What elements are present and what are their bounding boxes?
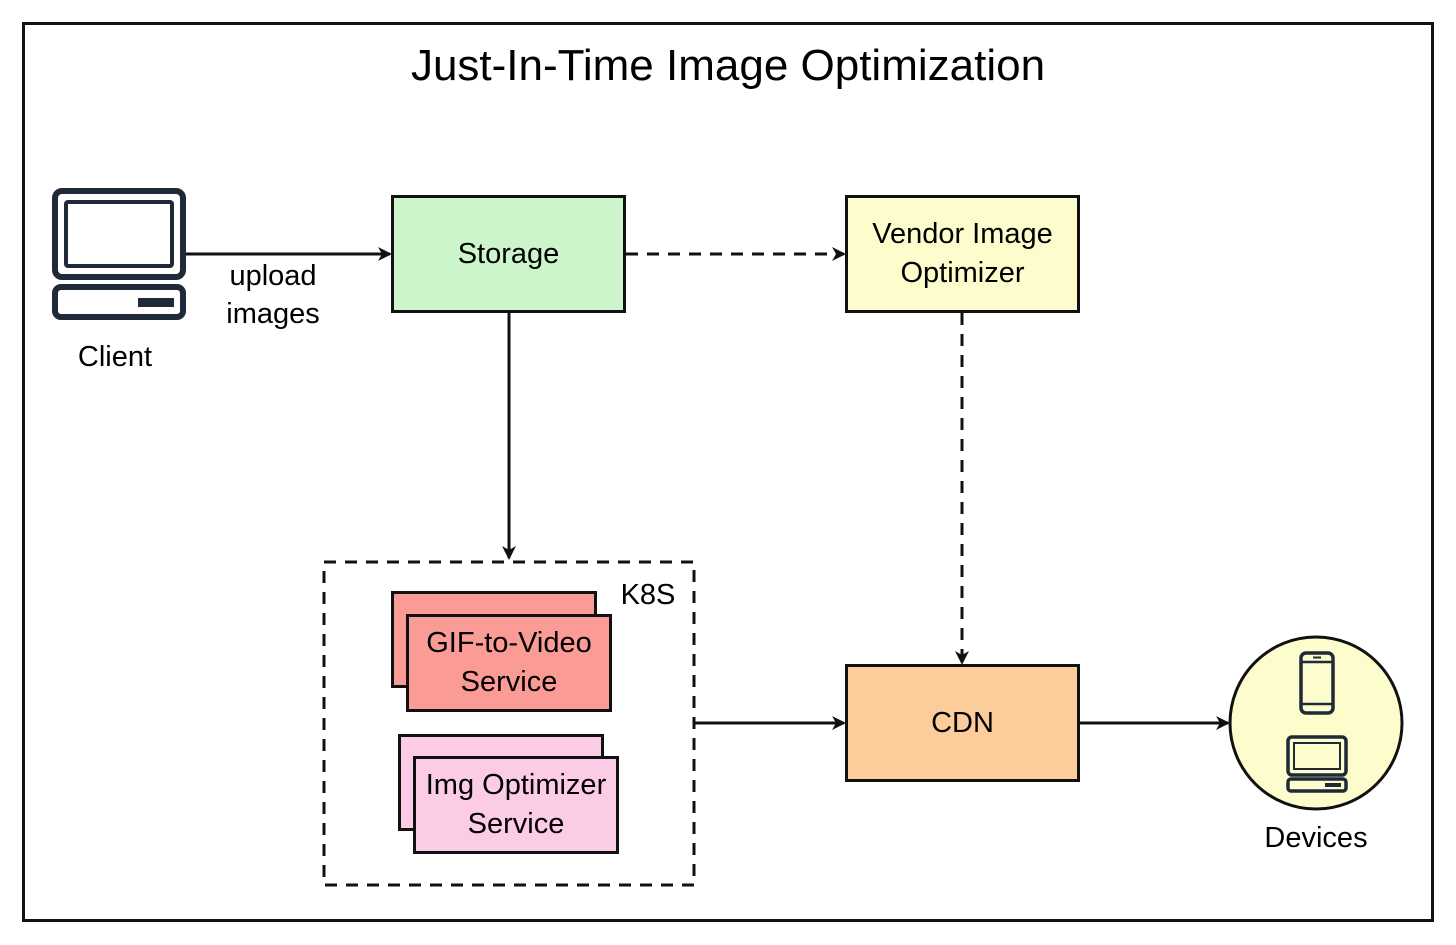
cdn-label: CDN (931, 706, 994, 739)
storage-node: Storage (391, 195, 626, 313)
gif-service-label-line1: GIF-to-Video (426, 627, 592, 659)
storage-label: Storage (457, 237, 560, 270)
devices-circle (1228, 635, 1404, 811)
cdn-node: CDN (845, 664, 1080, 782)
upload-images-label-line1: upload (229, 260, 317, 292)
img-optimizer-service-node: Img Optimizer Service (413, 756, 619, 854)
laptop-icon (1286, 735, 1348, 793)
vendor-label-line1: Vendor Image (872, 218, 1053, 250)
vendor-label-line2: Optimizer (900, 257, 1025, 289)
client-label: Client (77, 341, 153, 373)
img-service-label-line1: Img Optimizer (425, 769, 607, 801)
upload-images-label-line2: images (226, 298, 320, 330)
vendor-image-optimizer-node: Vendor Image Optimizer (845, 195, 1080, 313)
gif-to-video-service-node: GIF-to-Video Service (406, 614, 612, 712)
img-service-label-line2: Service (467, 808, 565, 840)
mobile-phone-icon (1299, 651, 1335, 715)
upload-images-label: upload images (203, 257, 343, 333)
diagram-frame (22, 22, 1434, 922)
desktop-computer-icon (52, 188, 186, 320)
k8s-label: K8S (620, 579, 676, 611)
devices-label: Devices (1264, 822, 1368, 854)
k8s-cluster-boundary (322, 560, 696, 887)
diagram-title: Just-In-Time Image Optimization (410, 41, 1046, 90)
gif-service-label-line2: Service (460, 666, 558, 698)
